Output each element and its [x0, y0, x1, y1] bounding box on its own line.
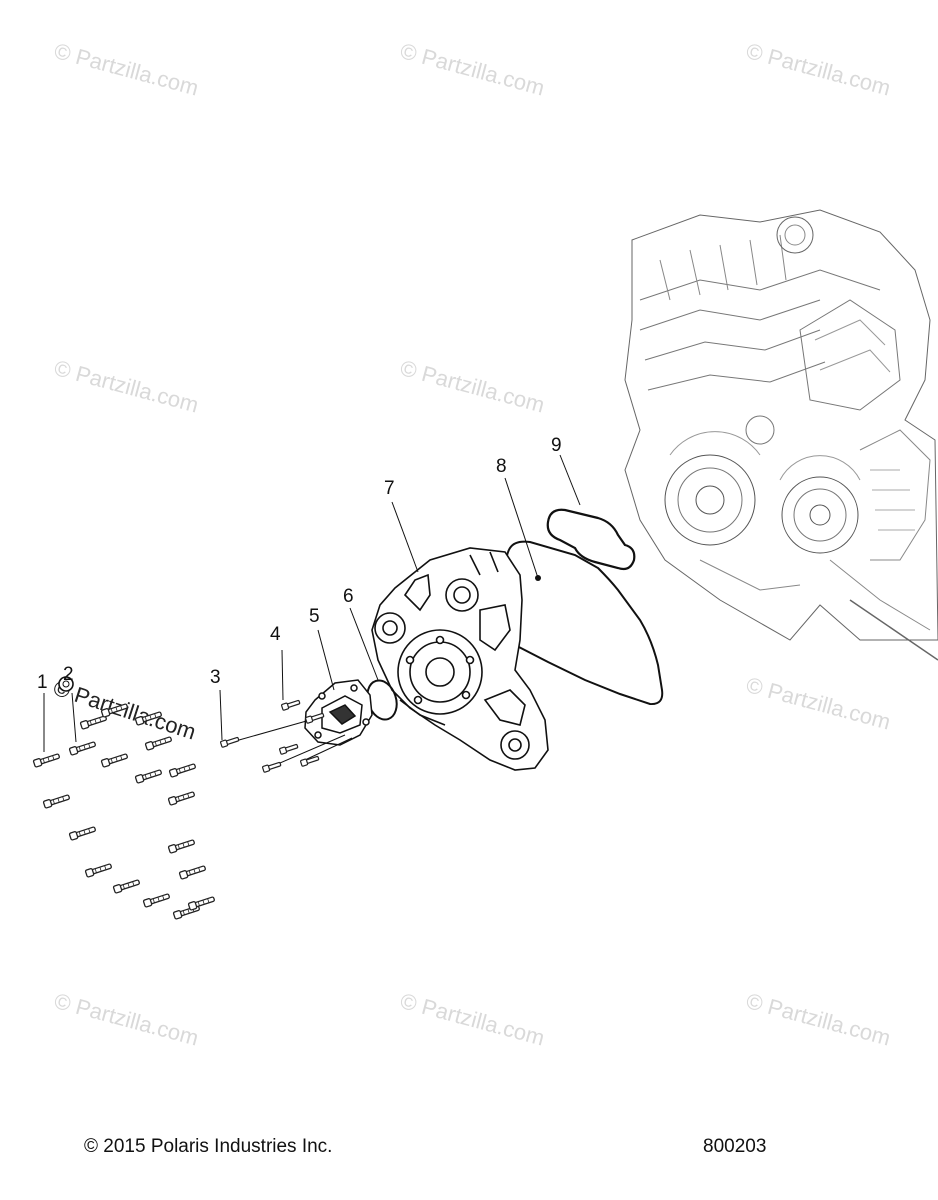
engine-assembly — [624, 209, 938, 661]
pump-cover-5 — [304, 679, 373, 746]
callout-4: 4 — [270, 624, 281, 645]
callout-9: 9 — [551, 435, 562, 456]
leader-lines — [43, 454, 581, 767]
callout-7: 7 — [384, 478, 395, 499]
bolts-1 — [32, 701, 216, 920]
callout-8: 8 — [496, 456, 507, 477]
washer-2 — [58, 676, 74, 692]
gasket-8 — [504, 540, 664, 706]
copyright-notice: © 2015 Polaris Industries Inc. — [84, 1136, 333, 1157]
callout-5: 5 — [309, 606, 320, 627]
gasket-9 — [546, 508, 636, 571]
engine-cover-7 — [371, 547, 549, 771]
callout-1: 1 — [37, 672, 48, 693]
figure-number: 800203 — [703, 1136, 767, 1157]
callout-3: 3 — [210, 667, 221, 688]
callout-2: 2 — [63, 664, 74, 685]
callout-6: 6 — [343, 586, 354, 607]
